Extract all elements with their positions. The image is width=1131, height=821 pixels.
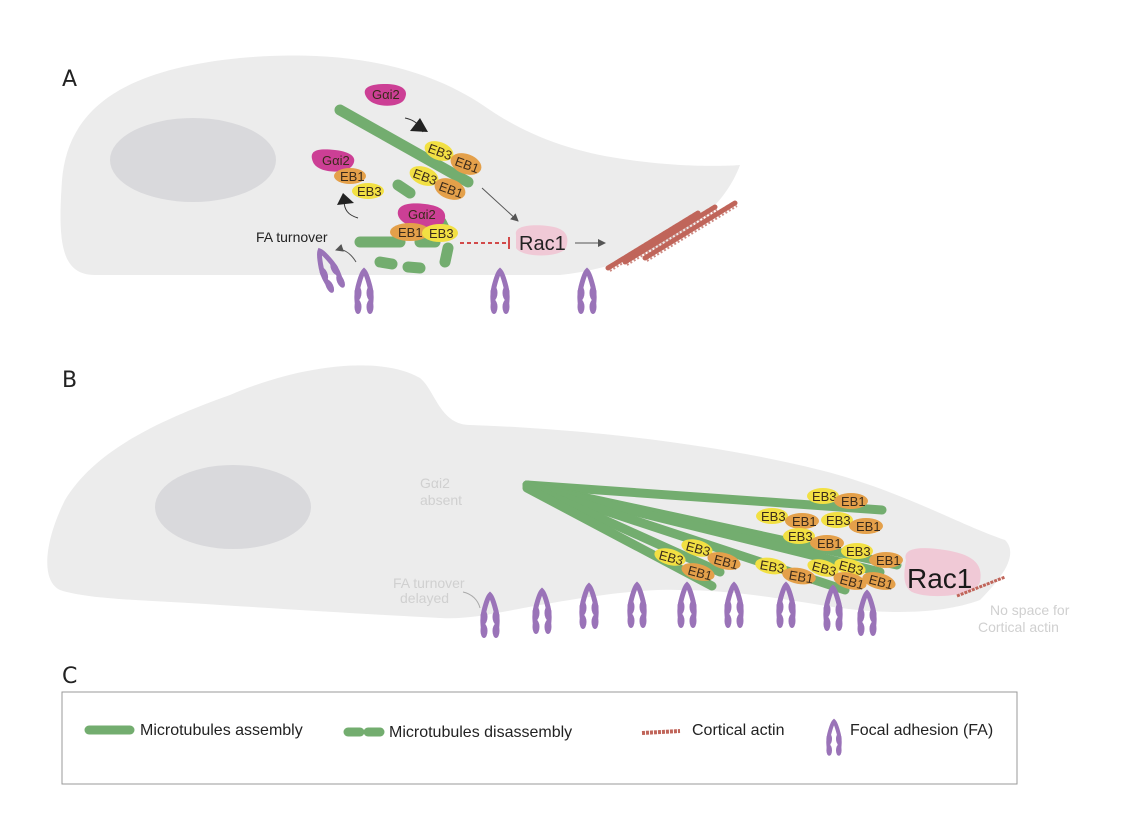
fa-turnover-arrow — [335, 243, 357, 263]
cell-body-a — [60, 55, 741, 276]
rac1-blob-b — [904, 548, 981, 597]
eb1-label-a4: EB1 — [398, 225, 423, 240]
eb3-label-b: EB3 — [761, 509, 786, 524]
arrowhead-a2 — [337, 193, 354, 205]
eb1-label-b: EB1 — [686, 563, 714, 584]
eb3-label-b: EB3 — [810, 558, 838, 579]
eb3-label-b: EB3 — [812, 489, 837, 504]
focal-adhesion-a2 — [491, 271, 510, 314]
panel-b-label: B — [62, 368, 77, 393]
gai2-absent-label-2: absent — [420, 492, 462, 508]
nucleus-b — [155, 465, 311, 549]
eb1-label-b: EB1 — [788, 567, 815, 586]
panel-b: B Gαi2 absent EB3 EB1 EB3 EB1 EB3 EB1 EB… — [47, 365, 1070, 638]
gai2-blob-a1 — [364, 84, 406, 106]
legend-label-2: Cortical actin — [692, 722, 784, 739]
fa-turnover-label: FA turnover — [256, 229, 328, 245]
gai2-absent-label-1: Gαi2 — [420, 475, 450, 491]
panel-a: A Gαi2 EB3 EB1 EB3 EB1 Gαi2 — [60, 55, 741, 314]
rac1-label-b: Rac1 — [907, 563, 972, 594]
eb1-label-b: EB1 — [856, 519, 881, 534]
cortical-actin-b — [956, 575, 1006, 598]
panel-c: C Microtubules assembly Microtubules dis… — [61, 664, 1018, 785]
eb3-label-a4: EB3 — [429, 226, 454, 241]
rac1-label-a: Rac1 — [519, 233, 566, 255]
eb3-label-b: EB3 — [657, 547, 685, 568]
focal-adhesion-a1 — [355, 271, 374, 314]
nucleus-a — [110, 118, 276, 202]
eb1-label-b: EB1 — [841, 494, 866, 509]
eb1-label-b: EB1 — [817, 536, 842, 551]
panel-a-label: A — [62, 67, 77, 92]
eb3-label-b: EB3 — [684, 538, 712, 559]
eb1-label-b: EB1 — [838, 572, 866, 593]
focal-adhesion-a3 — [578, 271, 597, 314]
microtubule-assembly-a — [334, 104, 474, 188]
eb1-label-a3: EB1 — [340, 169, 365, 184]
eb1-label-b: EB1 — [876, 553, 901, 568]
fa-delayed-label-1: FA turnover — [393, 575, 465, 591]
legend-label-1: Microtubules disassembly — [389, 724, 572, 741]
legend-label-0: Microtubules assembly — [140, 722, 303, 739]
gai2-blob-a3 — [397, 203, 446, 229]
eb1-label-b: EB1 — [792, 514, 817, 529]
eb1-label-b: EB1 — [867, 572, 895, 593]
arrowhead-a1 — [410, 118, 428, 132]
microtubules-b — [522, 480, 902, 595]
eb3-label-b: EB3 — [788, 529, 813, 544]
no-space-label-1: No space for — [990, 602, 1070, 618]
arrow-to-rac1 — [481, 187, 519, 222]
gai2-label-a3: Gαi2 — [408, 207, 436, 222]
eb3-label-a3: EB3 — [357, 184, 382, 199]
eb3-label-b: EB3 — [759, 557, 786, 576]
gai2-label-a2: Gαi2 — [322, 153, 350, 168]
rac1-blob-a — [515, 225, 568, 256]
eb-complexes-b: EB3 EB1 EB3 EB1 EB3 EB1 EB3 EB1 EB3 EB1 … — [654, 488, 903, 593]
eb1-label-b: EB1 — [712, 552, 740, 573]
no-space-label-2: Cortical actin — [978, 619, 1059, 635]
eb3-label-b: EB3 — [826, 513, 851, 528]
fa-delayed-label-2: delayed — [400, 590, 449, 606]
legend-label-3: Focal adhesion (FA) — [850, 722, 993, 739]
eb3-label-b: EB3 — [846, 544, 871, 559]
gai2-blob-a2 — [311, 149, 355, 172]
fa-delayed-arrow — [462, 591, 481, 609]
panel-c-label: C — [62, 664, 77, 689]
cortical-actin-icon — [641, 729, 681, 735]
legend-box — [61, 691, 1018, 785]
gai2-label-a1: Gαi2 — [372, 87, 400, 102]
